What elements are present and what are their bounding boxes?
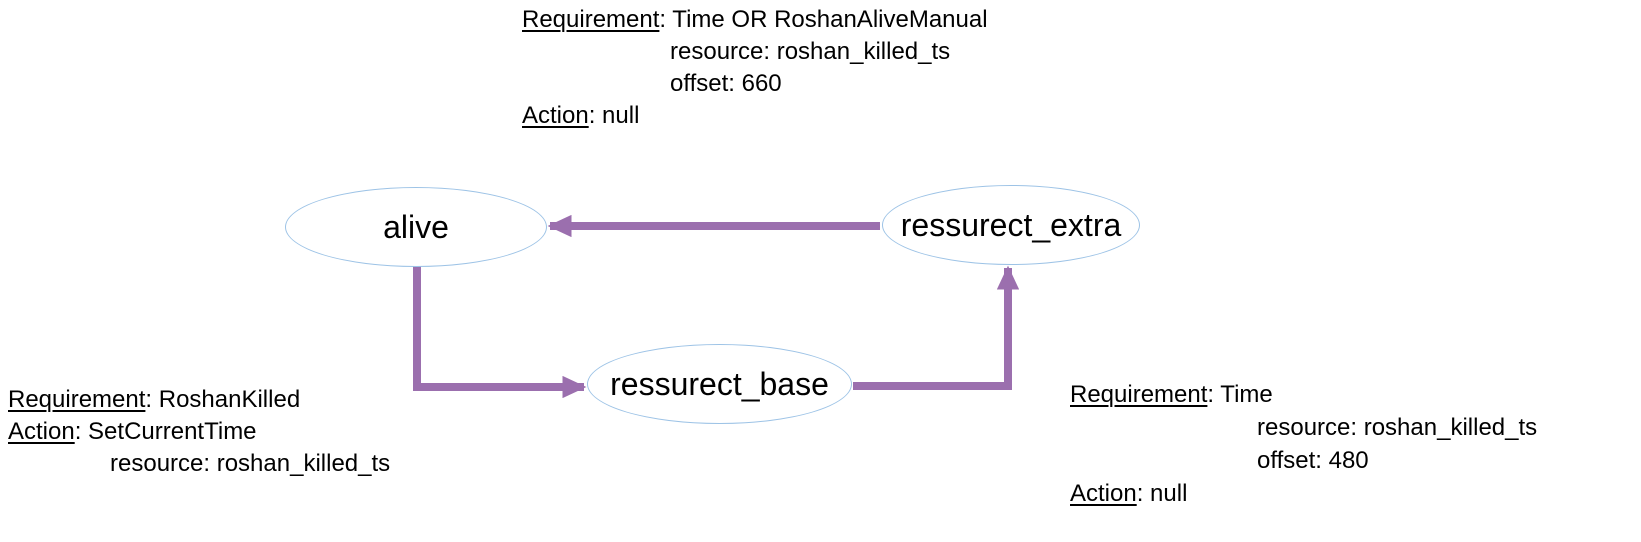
state-node-ressurect-base: ressurect_base [587, 344, 852, 424]
arrow-ressurect-base-to-ressurect-extra [853, 265, 1020, 390]
annotation-requirement-line: Requirement: Time OR RoshanAliveManual [522, 4, 988, 36]
annotation-extra-to-alive: Requirement: Time OR RoshanAliveManual r… [522, 4, 988, 132]
state-node-ressurect-extra: ressurect_extra [882, 185, 1140, 265]
state-node-label: ressurect_extra [900, 206, 1122, 243]
requirement-label: Requirement [1070, 381, 1208, 408]
annotation-action-line: Action: null [1070, 477, 1537, 510]
annotation-action-line: Action: SetCurrentTime [8, 416, 390, 448]
requirement-label: Requirement [522, 6, 660, 33]
annotation-requirement-line: Requirement: RoshanKilled [8, 384, 390, 416]
action-value: : null [588, 102, 640, 129]
action-value: : null [1136, 480, 1188, 507]
action-label: Action [522, 102, 589, 129]
action-value: : SetCurrentTime [74, 418, 257, 445]
state-node-label: alive [383, 208, 449, 245]
requirement-value: : RoshanKilled [145, 386, 301, 413]
action-label: Action [1070, 480, 1137, 507]
annotation-action-line: Action: null [522, 100, 988, 132]
state-node-label: ressurect_base [610, 365, 829, 402]
annotation-alive-to-base: Requirement: RoshanKilled Action: SetCur… [8, 384, 390, 480]
annotation-requirement-line: Requirement: Time [1070, 378, 1537, 411]
annotation-detail-line: resource: roshan_killed_ts [1257, 414, 1538, 441]
requirement-value: : Time [1207, 381, 1273, 408]
requirement-value: : Time OR RoshanAliveManual [659, 6, 988, 33]
annotation-detail-line: offset: 480 [1257, 447, 1369, 474]
annotation-base-to-extra: Requirement: Time resource: roshan_kille… [1070, 378, 1537, 510]
requirement-label: Requirement [8, 386, 146, 413]
action-label: Action [8, 418, 75, 445]
state-node-alive: alive [285, 187, 547, 267]
annotation-detail-line: offset: 660 [670, 70, 782, 97]
annotation-detail-line: resource: roshan_killed_ts [110, 450, 391, 477]
annotation-detail-line: resource: roshan_killed_ts [670, 38, 951, 65]
arrow-alive-to-ressurect-base [413, 264, 587, 399]
